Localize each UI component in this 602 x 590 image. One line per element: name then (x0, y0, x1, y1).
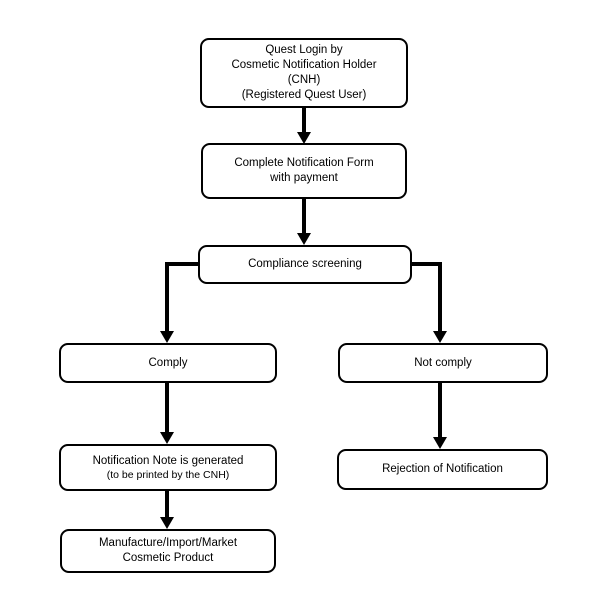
node-text-line: (CNH) (287, 74, 321, 86)
node-text-line: Comply (148, 356, 188, 369)
node-text-subline: (to be printed by the CNH) (106, 468, 230, 481)
node-quest-login: Quest Login by Cosmetic Notification Hol… (200, 38, 408, 108)
node-text-line: Rejection of Notification (382, 463, 503, 475)
node-text-line: Compliance screening (248, 258, 362, 270)
node-text-line: (Registered Quest User) (241, 89, 367, 101)
arrow-not-comply-to-rejection (433, 381, 447, 449)
node-text-line: with payment (270, 172, 338, 184)
node-text-line: Not comply (414, 356, 472, 369)
node-rejection-of-notification: Rejection of Notification (337, 449, 548, 490)
node-compliance-screening: Compliance screening (198, 245, 412, 284)
arrow-quest-login-to-complete-form (297, 106, 311, 144)
node-complete-notification-form: Complete Notification Form with payment (201, 143, 407, 199)
arrow-compliance-to-not-comply (412, 262, 447, 343)
node-text-line: Manufacture/Import/Market (98, 537, 238, 549)
arrow-comply-to-notification-note (160, 381, 174, 444)
arrow-compliance-to-comply (160, 262, 198, 343)
node-manufacture-import-market: Manufacture/Import/Market Cosmetic Produ… (60, 529, 276, 573)
node-text-line: Complete Notification Form (234, 157, 374, 169)
node-text-line: Cosmetic Notification Holder (231, 59, 377, 71)
node-notification-note-generated: Notification Note is generated (to be pr… (59, 444, 277, 491)
node-text-line: Cosmetic Product (122, 552, 214, 564)
node-text-line: Quest Login by (265, 44, 343, 56)
arrow-complete-form-to-compliance (297, 197, 311, 245)
node-comply: Comply (59, 343, 277, 383)
node-text-line: Notification Note is generated (92, 454, 244, 467)
node-not-comply: Not comply (338, 343, 548, 383)
arrow-notification-note-to-manufacture (160, 489, 174, 529)
